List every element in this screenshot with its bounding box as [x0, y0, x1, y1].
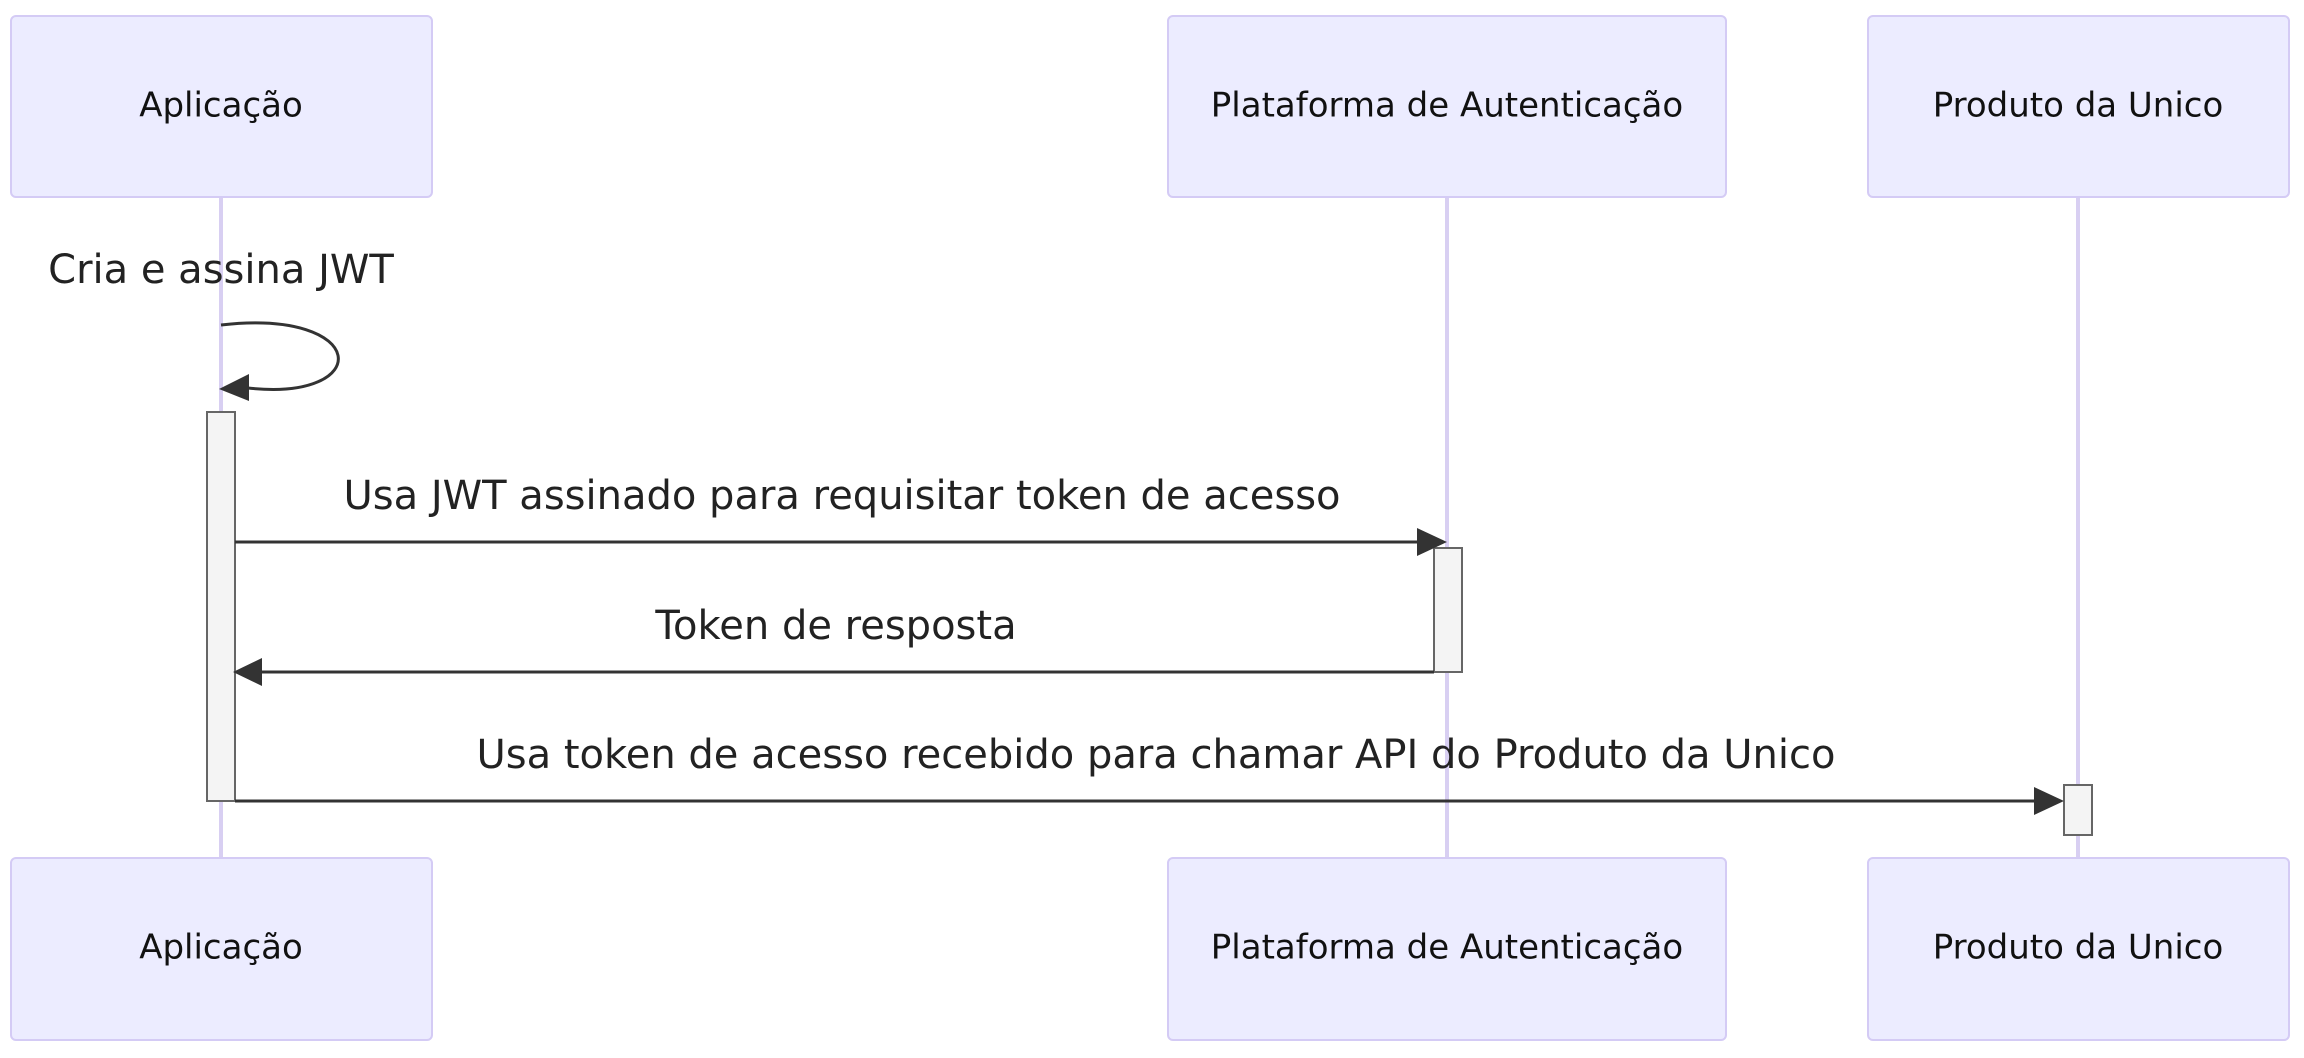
- actor-box: [10, 857, 433, 1041]
- self-call-line: [220, 321, 340, 391]
- actor-label-app-top: Aplicação: [139, 86, 303, 126]
- actor-top-auth: Plataforma de Autenticação: [1167, 15, 1727, 198]
- message-token-response: Token de resposta: [233, 603, 1434, 686]
- message-label-4: Usa token de acesso recebido para chamar…: [476, 732, 1835, 778]
- actor-box: [1167, 857, 1727, 1041]
- actor-label-auth-top: Plataforma de Autenticação: [1211, 86, 1683, 126]
- arrowhead-icon: [233, 658, 262, 686]
- actor-box: [10, 15, 433, 198]
- actor-label-app-bottom: Aplicação: [139, 928, 303, 968]
- message-request-token: Usa JWT assinado para requisitar token d…: [235, 473, 1447, 556]
- activation-app: [206, 411, 236, 802]
- actor-box: [1867, 15, 2290, 198]
- message-self-call: Cria e assina JWT: [48, 247, 394, 401]
- actor-bottom-auth: Plataforma de Autenticação: [1167, 857, 1727, 1041]
- actor-label-prod-bottom: Produto da Unico: [1933, 928, 2224, 968]
- message-label-2: Usa JWT assinado para requisitar token d…: [343, 473, 1340, 519]
- actor-label-auth-bottom: Plataforma de Autenticação: [1211, 928, 1683, 968]
- actor-top-app: Aplicação: [10, 15, 433, 198]
- message-label-3: Token de resposta: [654, 603, 1016, 649]
- activation-prod: [2063, 784, 2093, 836]
- actor-bottom-app: Aplicação: [10, 857, 433, 1041]
- actor-box: [1167, 15, 1727, 198]
- message-label-1: Cria e assina JWT: [48, 247, 394, 293]
- activation-auth: [1433, 547, 1463, 673]
- arrowhead-icon: [219, 374, 249, 401]
- arrowhead-icon: [2034, 787, 2064, 815]
- actor-label-prod-top: Produto da Unico: [1933, 86, 2224, 126]
- message-call-api: Usa token de acesso recebido para chamar…: [235, 732, 2064, 815]
- actor-box: [1867, 857, 2290, 1041]
- actor-top-prod: Produto da Unico: [1867, 15, 2290, 198]
- actor-bottom-prod: Produto da Unico: [1867, 857, 2290, 1041]
- arrowhead-icon: [1417, 528, 1447, 556]
